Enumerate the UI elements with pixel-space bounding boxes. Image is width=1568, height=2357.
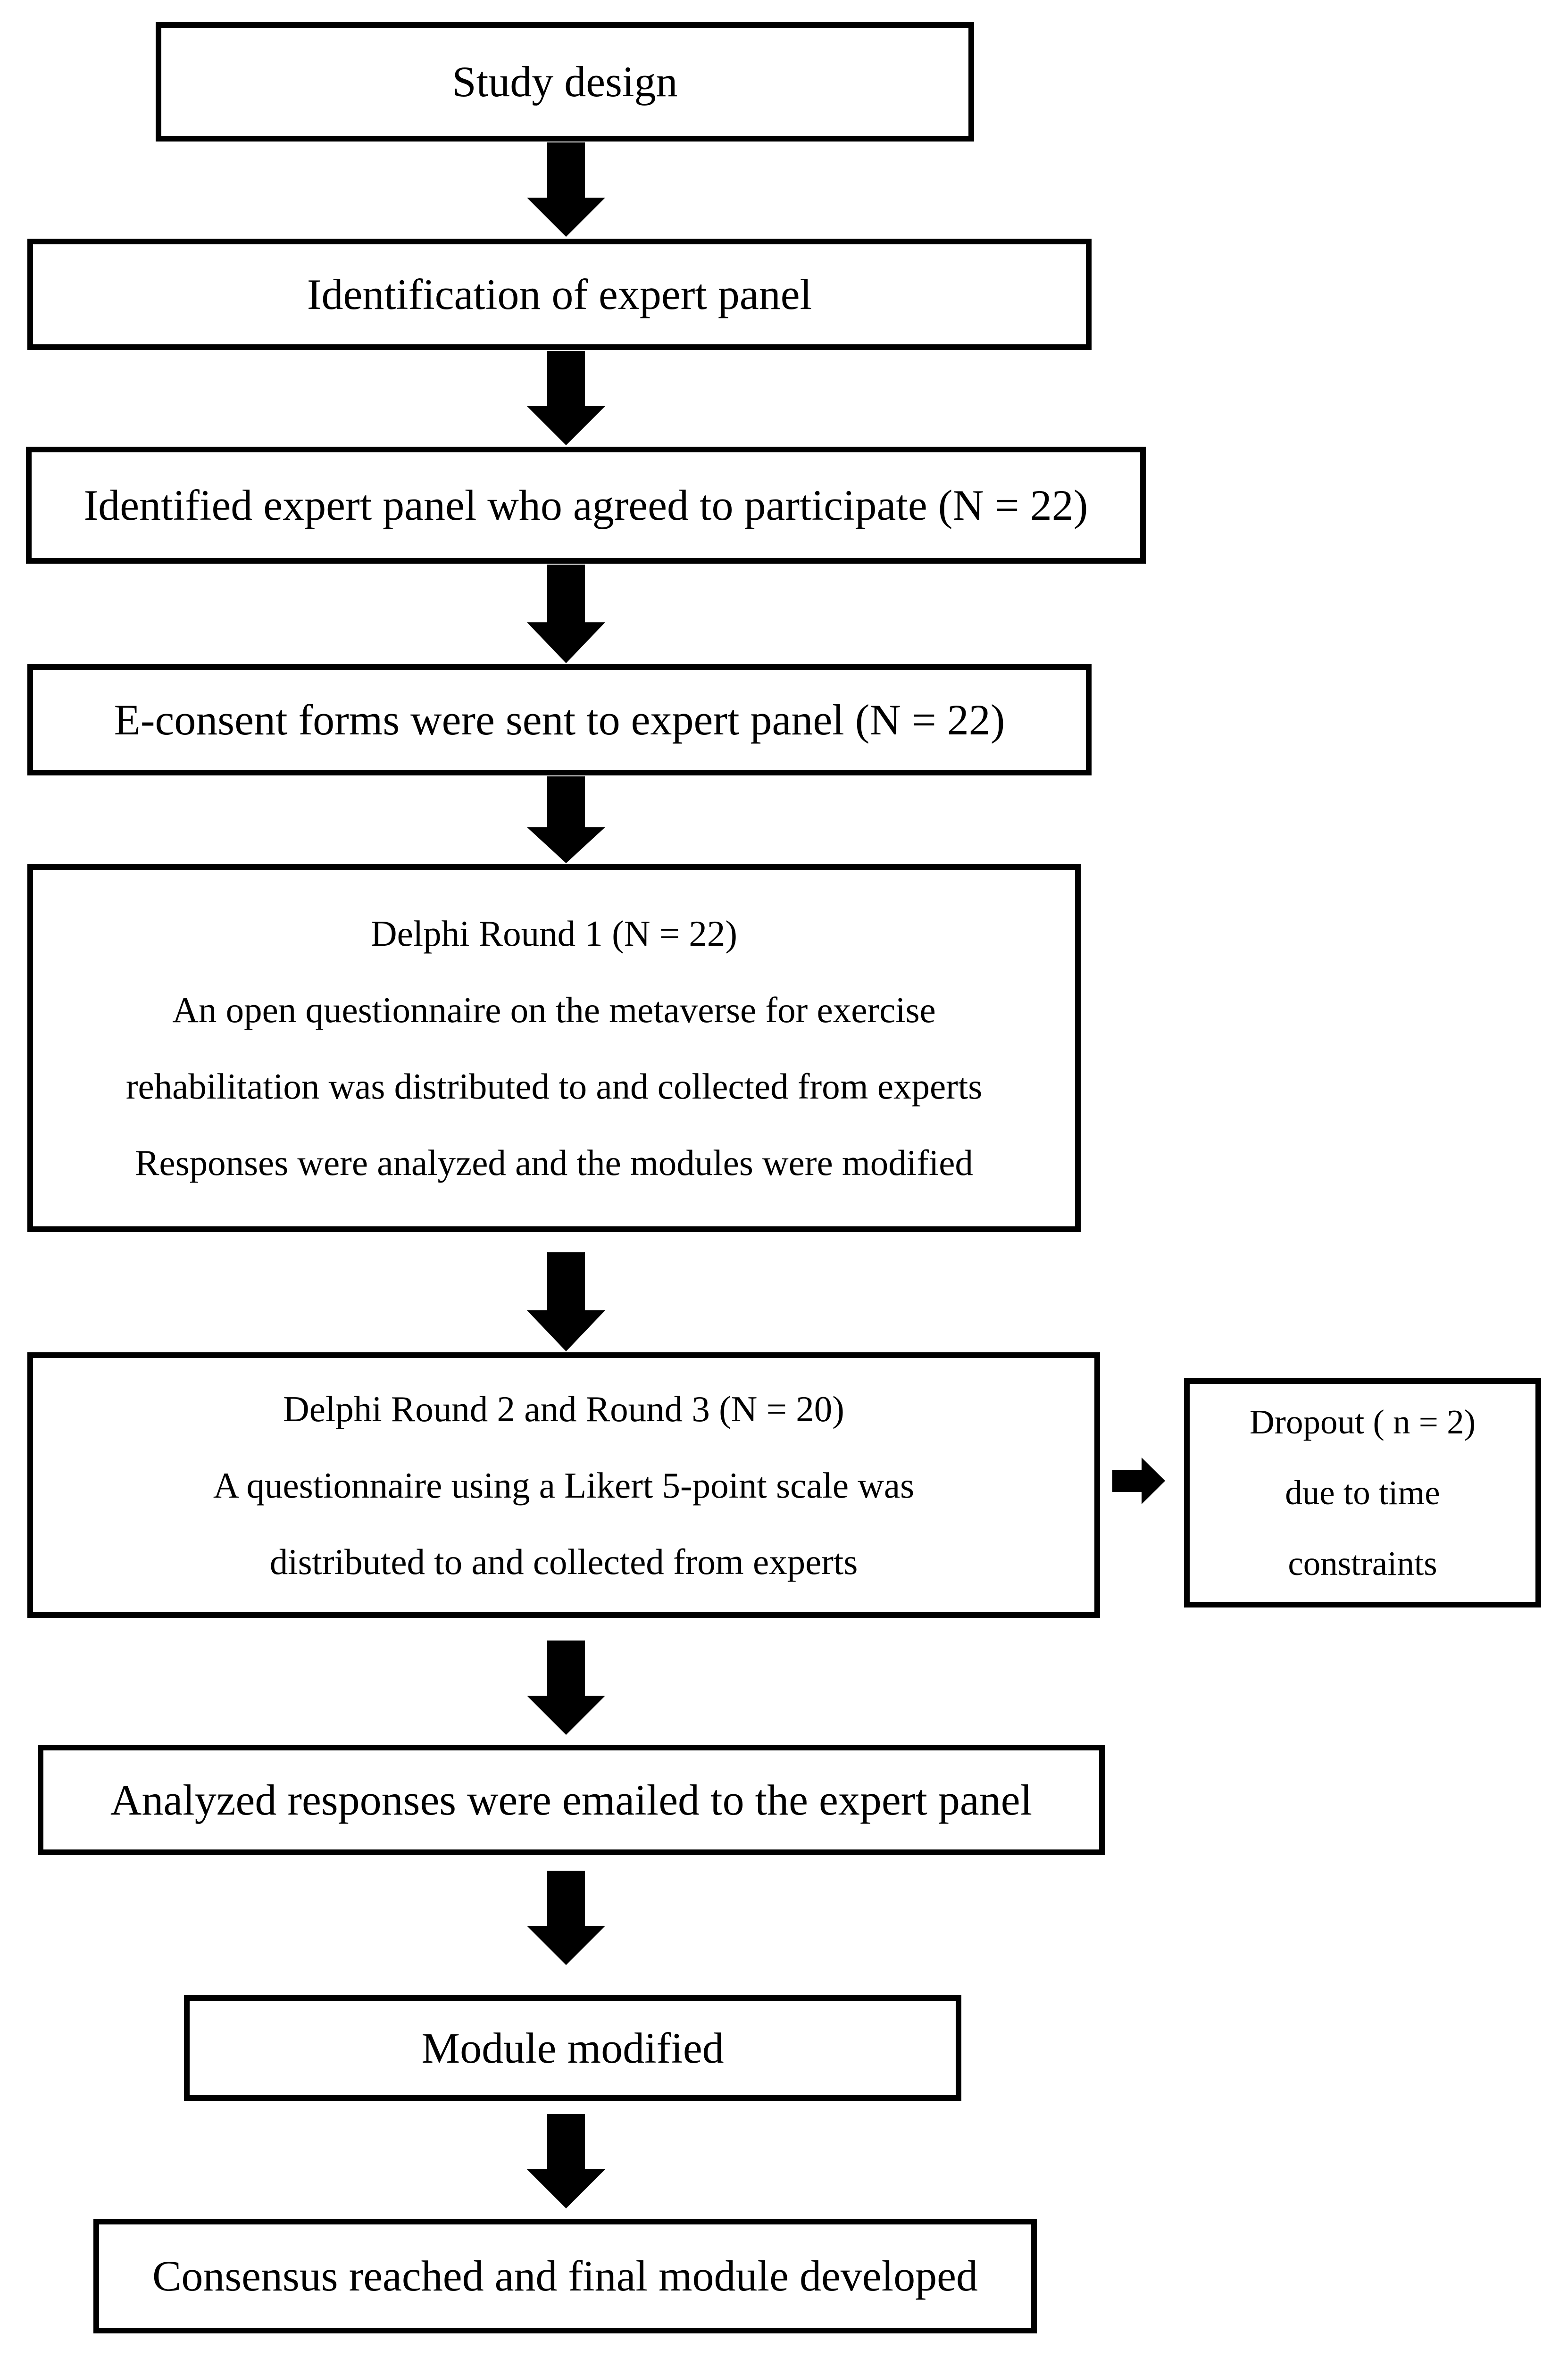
flow-box-text: Identification of expert panel bbox=[307, 270, 812, 318]
flow-box-text: An open questionnaire on the metaverse f… bbox=[172, 990, 936, 1030]
down-arrow-icon bbox=[527, 565, 605, 663]
down-arrow-icon bbox=[527, 1252, 605, 1351]
flow-box-text: distributed to and collected from expert… bbox=[269, 1541, 858, 1582]
right-arrow-icon bbox=[1112, 1458, 1165, 1504]
flow-box-text: Consensus reached and final module devel… bbox=[152, 2252, 978, 2300]
flow-box-delphi-round-2-3: Delphi Round 2 and Round 3 (N = 20) A qu… bbox=[27, 1352, 1100, 1618]
down-arrow-icon bbox=[527, 1871, 605, 1965]
flow-box-consensus: Consensus reached and final module devel… bbox=[93, 2219, 1037, 2333]
flow-box-text: Delphi Round 2 and Round 3 (N = 20) bbox=[283, 1388, 844, 1429]
flow-box-text: E-consent forms were sent to expert pane… bbox=[114, 695, 1005, 744]
down-arrow-icon bbox=[527, 2114, 605, 2208]
flow-box-text: Responses were analyzed and the modules … bbox=[135, 1142, 973, 1183]
flow-box-text: constraints bbox=[1288, 1544, 1437, 1582]
down-arrow-icon bbox=[527, 142, 605, 237]
flow-box-identified-panel: Identified expert panel who agreed to pa… bbox=[26, 447, 1146, 564]
flow-box-text: Dropout ( n = 2) bbox=[1249, 1403, 1476, 1441]
flow-box-text: A questionnaire using a Likert 5-point s… bbox=[213, 1465, 915, 1506]
flow-box-analyzed-responses: Analyzed responses were emailed to the e… bbox=[38, 1745, 1105, 1855]
flow-box-text: Delphi Round 1 (N = 22) bbox=[371, 913, 737, 954]
flow-box-text: Study design bbox=[452, 58, 678, 106]
flow-box-module-modified: Module modified bbox=[184, 1995, 961, 2101]
down-arrow-icon bbox=[527, 351, 605, 445]
flow-box-text: rehabilitation was distributed to and co… bbox=[125, 1066, 983, 1107]
flow-box-identification: Identification of expert panel bbox=[27, 239, 1092, 350]
flow-box-study-design: Study design bbox=[156, 22, 974, 142]
flow-box-e-consent: E-consent forms were sent to expert pane… bbox=[27, 664, 1092, 775]
flow-box-text: Analyzed responses were emailed to the e… bbox=[110, 1775, 1033, 1824]
flow-box-text: due to time bbox=[1285, 1474, 1440, 1512]
flow-box-dropout: Dropout ( n = 2) due to time constraints bbox=[1184, 1378, 1541, 1607]
flow-box-text: Identified expert panel who agreed to pa… bbox=[83, 481, 1088, 529]
down-arrow-icon bbox=[527, 776, 605, 863]
down-arrow-icon bbox=[527, 1641, 605, 1735]
flow-box-delphi-round-1: Delphi Round 1 (N = 22) An open question… bbox=[27, 864, 1081, 1232]
flow-box-text: Module modified bbox=[421, 2024, 724, 2072]
